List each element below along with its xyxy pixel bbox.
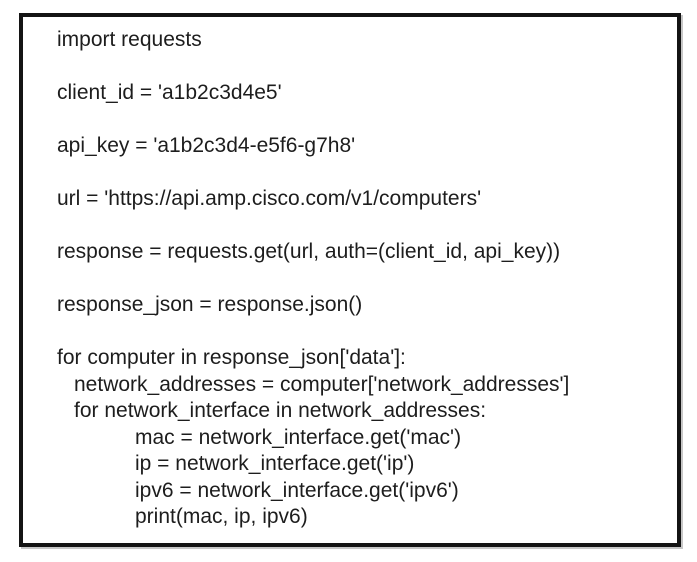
code-line <box>57 213 667 240</box>
code-line <box>57 319 667 346</box>
code-line: url = 'https://api.amp.cisco.com/v1/comp… <box>57 187 482 210</box>
code-line: print(mac, ip, ipv6) <box>135 505 308 528</box>
code-line: import requests <box>57 28 202 51</box>
code-line <box>57 54 667 81</box>
code-line <box>57 266 667 293</box>
code-line: ip = network_interface.get('ip') <box>135 452 415 475</box>
code-line: api_key = 'a1b2c3d4-e5f6-g7h8' <box>57 134 356 157</box>
code-line: ipv6 = network_interface.get('ipv6') <box>135 478 459 502</box>
code-line: for network_interface in network_address… <box>74 399 487 422</box>
code-block: import requests client_id = 'a1b2c3d4e5'… <box>23 17 677 531</box>
code-line: response_json = response.json() <box>57 293 363 316</box>
code-line <box>57 107 667 134</box>
code-line <box>57 160 667 187</box>
code-line: network_addresses = computer['network_ad… <box>74 372 570 396</box>
code-line: for computer in response_json['data']: <box>57 346 406 369</box>
code-line: response = requests.get(url, auth=(clien… <box>57 240 561 263</box>
code-line: client_id = 'a1b2c3d4e5' <box>57 81 282 104</box>
code-line: mac = network_interface.get('mac') <box>135 425 462 449</box>
code-snippet-box: import requests client_id = 'a1b2c3d4e5'… <box>19 13 681 547</box>
